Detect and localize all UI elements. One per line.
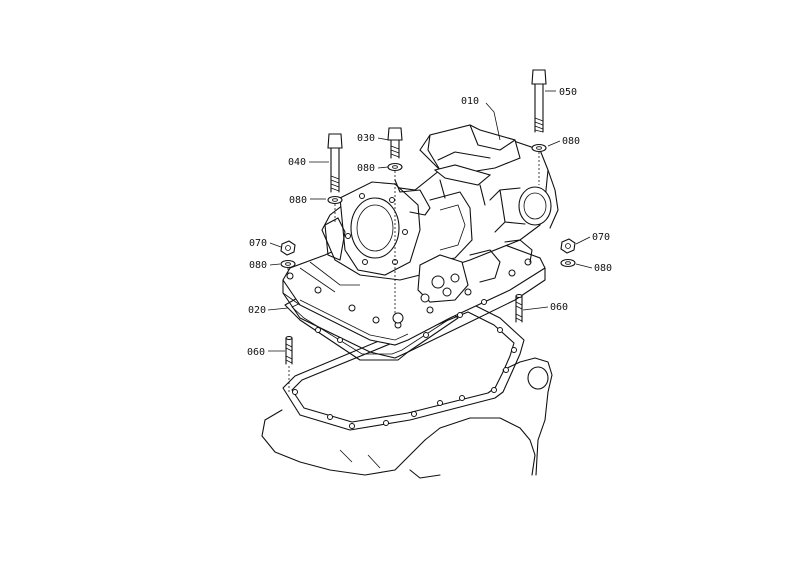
engine-block <box>261 357 553 479</box>
label-080-right-nut: 080 <box>594 263 612 274</box>
part-labels: 010 020 030 040 050 060 060 070 070 080 … <box>247 87 612 358</box>
nut-070-right <box>560 238 576 254</box>
label-030: 030 <box>357 133 375 144</box>
label-080-top-right: 080 <box>562 136 580 147</box>
label-050: 050 <box>559 87 577 98</box>
stud-060-left <box>285 335 293 392</box>
housing-010 <box>282 124 559 359</box>
bolt-050 <box>531 69 547 133</box>
washer-080-top-right <box>531 143 547 185</box>
washer-080-left-nut <box>280 259 296 276</box>
stud-060-right <box>515 293 523 323</box>
leader-lines <box>267 90 593 352</box>
washer-080-center <box>387 162 403 315</box>
label-070-left: 070 <box>249 238 267 249</box>
label-060-left: 060 <box>247 347 265 358</box>
label-080-left-bolt: 080 <box>289 195 307 206</box>
bolt-040 <box>327 133 343 193</box>
washer-080-left-bolt <box>327 195 343 222</box>
label-080-center: 080 <box>357 163 375 174</box>
nut-070-left <box>280 240 296 256</box>
label-010: 010 <box>461 96 479 107</box>
label-040: 040 <box>288 157 306 168</box>
bolt-030 <box>387 127 403 159</box>
washer-080-right-nut <box>560 258 576 268</box>
label-070-right: 070 <box>592 232 610 243</box>
label-080-left-nut: 080 <box>249 260 267 271</box>
label-020: 020 <box>248 305 266 316</box>
lower-gasket <box>282 302 525 431</box>
label-060-right: 060 <box>550 302 568 313</box>
